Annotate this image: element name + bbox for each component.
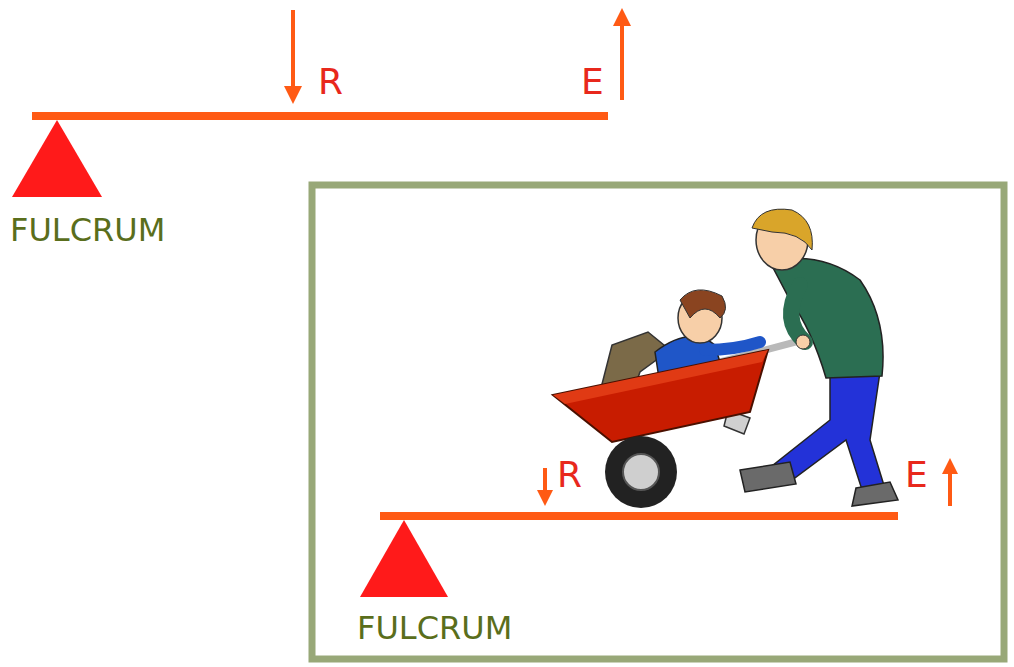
- fulcrum-triangle: [360, 520, 448, 597]
- load-arrow-head: [537, 490, 553, 506]
- effort-arrow: [620, 22, 624, 100]
- lever-bar: [380, 512, 898, 520]
- force-label: R: [318, 64, 343, 100]
- fulcrum-label: FULCRUM: [357, 612, 512, 644]
- fulcrum-triangle: [12, 120, 102, 197]
- load-arrow-head: [284, 86, 302, 104]
- effort-arrow: [948, 472, 952, 506]
- effort-arrow-head: [613, 8, 631, 26]
- force-label: R: [557, 457, 582, 493]
- picture-frame: [312, 185, 1004, 659]
- wheelbarrow-picture: [553, 209, 898, 508]
- force-label: E: [905, 457, 928, 493]
- lever-bar: [32, 112, 608, 120]
- effort-arrow-head: [942, 458, 958, 474]
- fulcrum-label: FULCRUM: [10, 214, 165, 246]
- force-label: E: [581, 64, 604, 100]
- load-arrow: [291, 10, 295, 92]
